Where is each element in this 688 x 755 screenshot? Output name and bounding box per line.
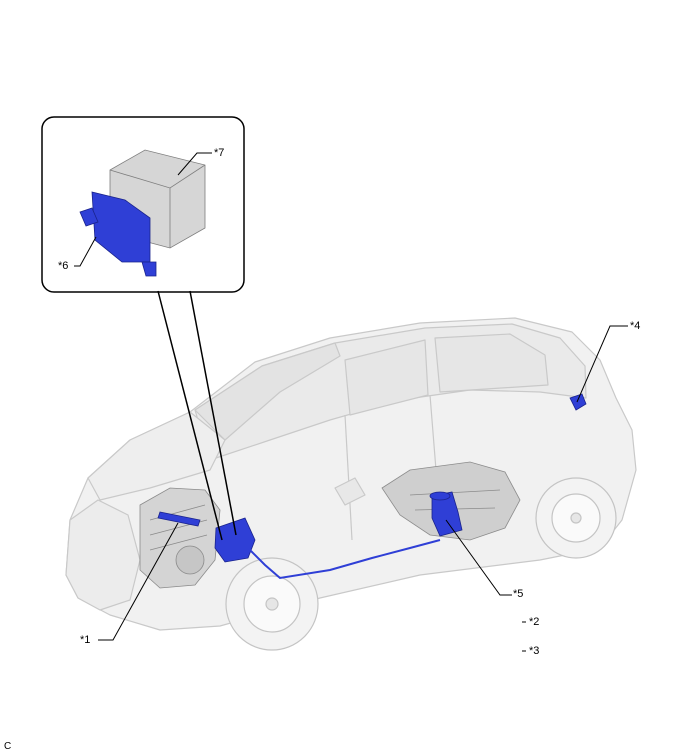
callout-3: *3 [529,645,540,657]
callout-7: *7 [214,147,225,159]
callout-2: *2 [529,616,540,628]
component-5-icon [431,491,463,537]
callout-1: *1 [80,634,91,646]
component-1-icon [157,511,201,527]
wire-harness [249,539,441,580]
callout-6: *6 [58,260,69,272]
inset-component-6 [79,191,157,277]
highlighted-components [157,393,587,563]
callout-5: *5 [513,588,524,600]
callout-4: *4 [630,320,641,332]
vehicle-illustration [65,317,637,631]
figure-code: C [4,741,12,752]
wheel-rear [535,477,617,559]
inset-pointer-lines [157,290,237,541]
leader-lines [74,152,628,652]
ecu-box-icon [214,517,256,563]
wheel-front [225,557,319,651]
component-4-icon [569,393,587,411]
